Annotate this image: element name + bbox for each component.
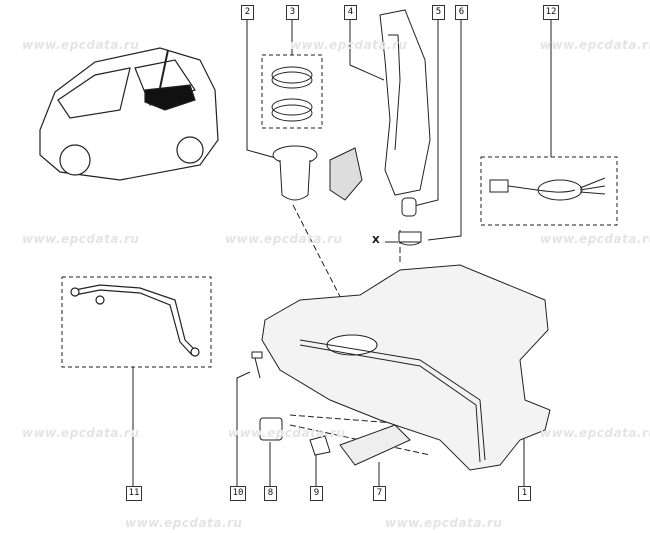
sensor-harness-illustration [489, 177, 606, 201]
hose-illustration [401, 197, 417, 217]
callout-9[interactable]: 9 [310, 486, 323, 501]
watermark: www.epcdata.ru [225, 232, 343, 246]
watermark: www.epcdata.ru [385, 516, 503, 530]
canister-illustration [339, 424, 411, 466]
watermark: www.epcdata.ru [125, 516, 243, 530]
watermark: www.epcdata.ru [22, 38, 140, 52]
bolt-illustration [254, 357, 261, 379]
callout-5[interactable]: 5 [432, 5, 445, 20]
watermark: www.epcdata.ru [22, 426, 140, 440]
callout-2[interactable]: 2 [241, 5, 254, 20]
fuel-pump-lock-ring-illustration [271, 66, 313, 122]
callout-12[interactable]: 12 [543, 5, 559, 20]
watermark: www.epcdata.ru [540, 426, 650, 440]
callout-11[interactable]: 11 [126, 486, 142, 501]
filler-neck-illustration [379, 9, 431, 196]
callout-10[interactable]: 10 [230, 486, 246, 501]
watermark: www.epcdata.ru [540, 232, 650, 246]
callout-7[interactable]: 7 [373, 486, 386, 501]
watermark: www.epcdata.ru [228, 426, 346, 440]
fuel-tank-illustration [261, 264, 551, 471]
watermark: www.epcdata.ru [290, 38, 408, 52]
vehicle-illustration [39, 47, 219, 181]
fuel-filter-illustration [259, 417, 283, 441]
watermark: www.epcdata.ru [540, 38, 650, 52]
callout-6[interactable]: 6 [455, 5, 468, 20]
callout-1[interactable]: 1 [518, 486, 531, 501]
callout-4[interactable]: 4 [344, 5, 357, 20]
clip-illustration [309, 435, 331, 456]
fuel-pipes-illustration [70, 284, 200, 357]
dimension-x-label: X [372, 235, 380, 246]
watermark: www.epcdata.ru [22, 232, 140, 246]
fuel-pump-illustration [272, 145, 363, 201]
callout-3[interactable]: 3 [286, 5, 299, 20]
callout-8[interactable]: 8 [264, 486, 277, 501]
